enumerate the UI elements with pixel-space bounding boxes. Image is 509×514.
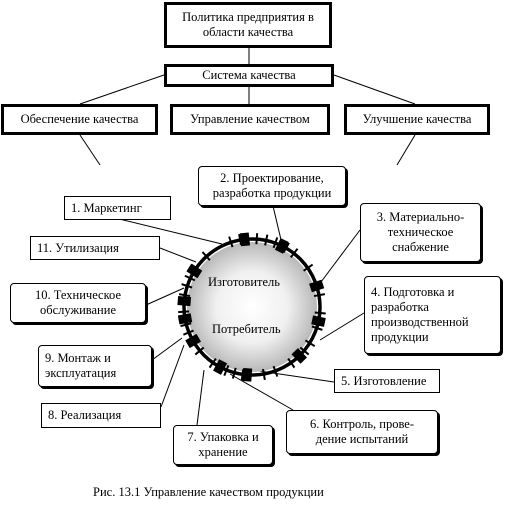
ring-tick	[289, 248, 299, 258]
ring-tick	[272, 237, 279, 249]
ring-tick	[282, 242, 290, 253]
ring-tick	[223, 365, 230, 376]
ring-tick	[261, 368, 266, 381]
connector-supply	[320, 229, 361, 283]
stage-manufacturing: 5. Изготовление	[334, 369, 440, 393]
ring-tick	[299, 346, 310, 356]
connector-sales	[160, 344, 185, 408]
lifecycle-disc	[187, 242, 317, 372]
ring-tick	[304, 339, 316, 348]
stage-marketing: 1. Маркетинг	[64, 196, 171, 220]
connector-design	[272, 205, 283, 245]
ring-block	[291, 348, 307, 364]
stage-production-preparation: 4. Подготовка и разработка производствен…	[364, 276, 501, 354]
connector-preparation	[319, 312, 365, 341]
ring-block	[177, 313, 193, 325]
ring-block	[186, 263, 203, 279]
connector-installation	[151, 337, 183, 361]
stage-maintenance: 10. Техническое обслуживание	[10, 283, 146, 323]
ring-tick	[178, 293, 191, 298]
ring-tick	[311, 325, 323, 331]
stage-packaging-storage: 7. Упаковка и хранение	[173, 425, 273, 465]
stage-connectors	[114, 205, 365, 426]
quality-management-box: Управление качеством	[170, 104, 330, 135]
consumer-label: Потребитель	[212, 322, 281, 336]
connector-disposal	[159, 247, 197, 263]
stage-sales: 8. Реализация	[41, 403, 161, 428]
ring-tick	[255, 233, 259, 245]
ring-tick	[201, 251, 211, 261]
ring-tick	[287, 358, 296, 369]
ring-tick	[313, 293, 326, 298]
ring-block	[274, 238, 289, 254]
stage-supply: 3. Материально- техническое снабжение	[360, 203, 481, 262]
ring-tick	[240, 369, 245, 381]
policy-box: Политика предприятия в области качества	[164, 2, 332, 48]
ring-tick	[181, 283, 193, 289]
system-to-assurance-line	[79, 74, 165, 105]
ring-block	[309, 279, 325, 293]
ring-tick	[208, 358, 217, 369]
ring-tick	[231, 367, 237, 379]
ring-tick	[178, 310, 190, 314]
connector-maintenance	[145, 287, 185, 306]
ring-tick	[264, 234, 269, 246]
ring-tick	[314, 311, 326, 315]
manufacturer-label: Изготовитель	[208, 275, 280, 289]
ring-block	[242, 368, 253, 382]
connector-packaging	[196, 369, 205, 426]
improvement-down-line	[396, 134, 416, 166]
hierarchy-connectors	[79, 47, 416, 166]
ring-tick	[183, 329, 194, 336]
ring-tick	[238, 233, 243, 246]
system-to-improvement-line	[333, 74, 416, 105]
ring-block	[239, 232, 251, 247]
ring-tick	[180, 322, 192, 328]
ring-block	[311, 315, 326, 327]
lifecycle-ring	[182, 237, 322, 377]
quality-assurance-box: Обеспечение качества	[1, 104, 158, 135]
ring-tick	[228, 236, 234, 248]
ring-marks	[177, 232, 326, 382]
ring-tick	[272, 365, 279, 377]
ring-tick	[303, 263, 314, 272]
figure-caption: Рис. 13.1 Управление качеством продукции	[93, 485, 324, 499]
ring-block	[213, 359, 228, 375]
stage-control-testing: 6. Контроль, прове- дение испытаний	[286, 410, 438, 454]
stage-design: 2. Проектирование, разработка продукции	[198, 166, 346, 206]
connector-control	[229, 373, 294, 411]
connector-marketing	[114, 217, 223, 245]
ring-block	[177, 296, 192, 307]
stage-installation-operation: 9. Монтаж и эксплуатация	[38, 345, 152, 387]
assurance-down-line	[79, 134, 101, 166]
ring-block	[185, 333, 201, 349]
quality-system-box: Система качества	[164, 64, 334, 87]
quality-improvement-box: Улучшение качества	[344, 104, 490, 135]
stage-disposal: 11. Утилизация	[30, 236, 160, 260]
ring-tick	[184, 274, 196, 282]
ring-tick	[194, 346, 205, 356]
